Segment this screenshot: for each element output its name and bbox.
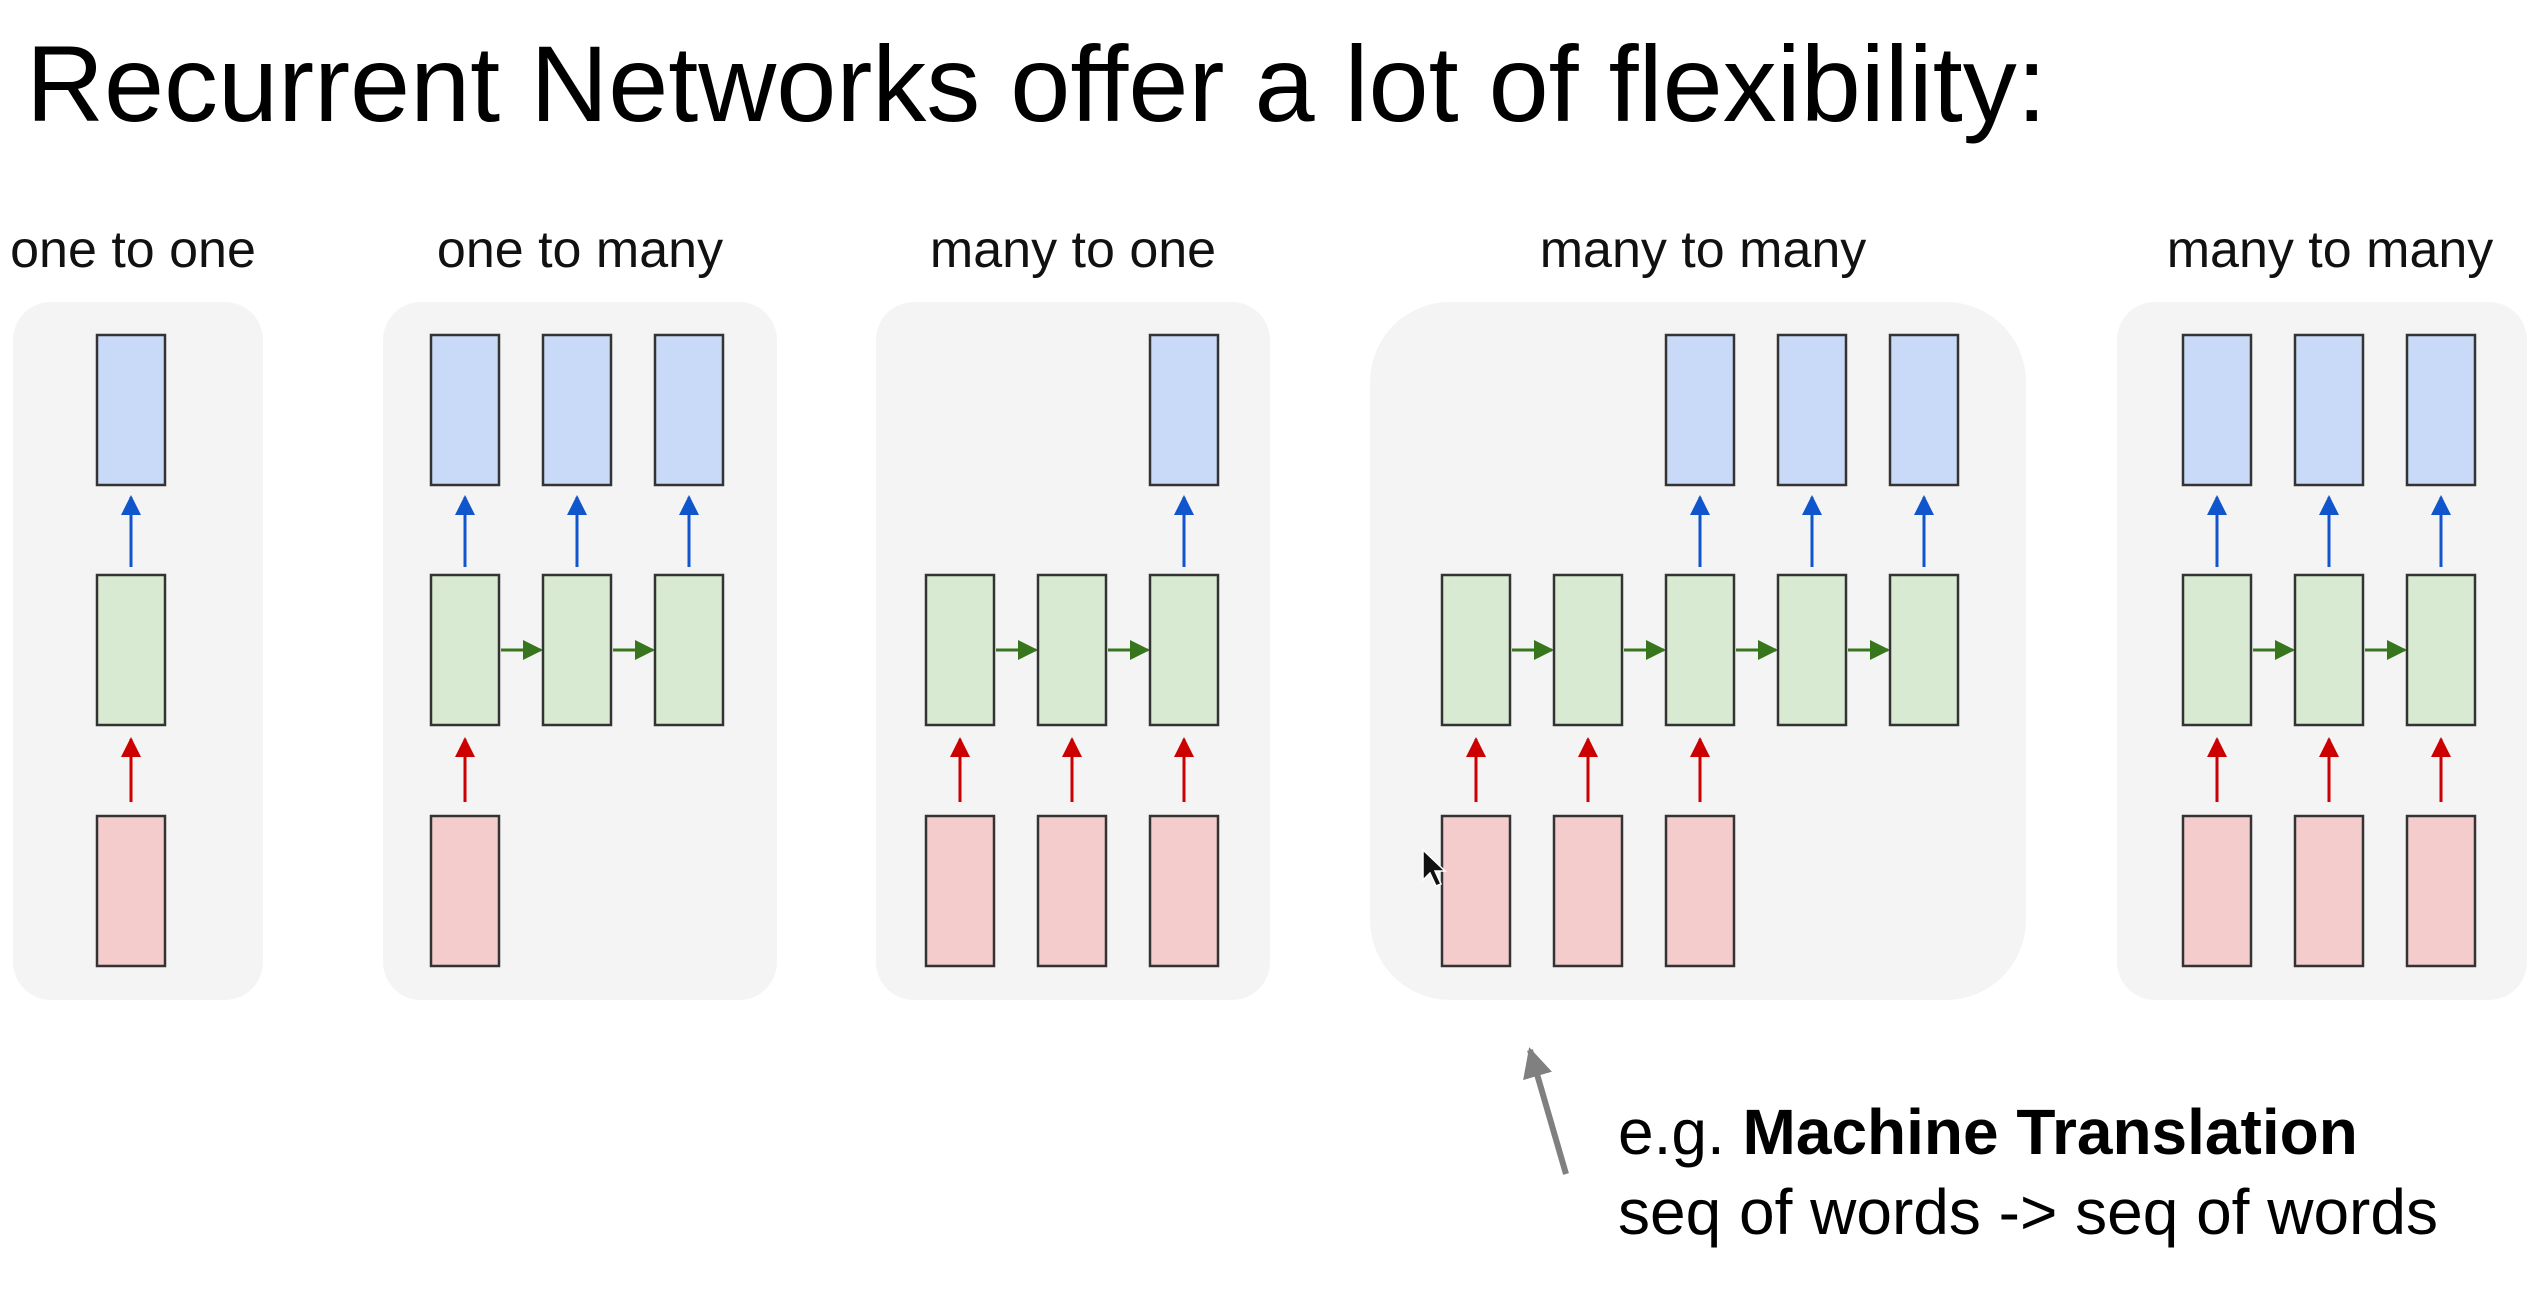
annotation-prefix: e.g. [1618,1096,1743,1168]
pointer-arrow [1523,1047,1569,1175]
hidden-state-box [2293,573,2365,727]
output-box [1148,333,1220,487]
hidden-state-box [429,573,501,727]
input-box [429,814,501,968]
hidden-state-box [1036,573,1108,727]
output-box [541,333,613,487]
annotation: e.g. Machine Translation seq of words ->… [1618,1092,2438,1252]
output-box [95,333,167,487]
slide-title: Recurrent Networks offer a lot of flexib… [26,23,2047,144]
panel-3: many to one [876,221,1270,1000]
output-box [2293,333,2365,487]
panel-1: one to one [10,221,263,1000]
output-box [1664,333,1736,487]
hidden-state-box [1148,573,1220,727]
panel-2: one to many [383,221,777,1000]
input-box [1148,814,1220,968]
input-box [2181,814,2253,968]
output-box [429,333,501,487]
hidden-state-box [1664,573,1736,727]
panel-label: one to many [437,221,723,279]
panel-5: many to many [2117,221,2527,1000]
hidden-state-box [1888,573,1960,727]
hidden-state-box [2405,573,2477,727]
panel-4: many to many [1370,221,2026,1000]
input-box [1664,814,1736,968]
hidden-state-box [924,573,996,727]
input-box [2293,814,2365,968]
input-box [2405,814,2477,968]
panel-label: one to one [10,221,256,279]
hidden-state-box [1776,573,1848,727]
hidden-state-box [541,573,613,727]
hidden-state-box [1440,573,1512,727]
hidden-state-box [2181,573,2253,727]
output-box [1776,333,1848,487]
input-box [924,814,996,968]
hidden-state-box [1552,573,1624,727]
annotation-line-1: e.g. Machine Translation [1618,1092,2438,1172]
mouse-pointer-icon [1422,848,1447,887]
input-box [1036,814,1108,968]
output-box [2181,333,2253,487]
annotation-emphasis: Machine Translation [1742,1096,2358,1168]
panel-label: many to one [930,221,1216,279]
panel-label: many to many [2167,221,2494,279]
input-box [95,814,167,968]
hidden-state-box [653,573,725,727]
input-box [1440,814,1512,968]
hidden-state-box [95,573,167,727]
output-box [2405,333,2477,487]
output-box [653,333,725,487]
output-box [1888,333,1960,487]
input-box [1552,814,1624,968]
panel-label: many to many [1540,221,1867,279]
annotation-line-2: seq of words -> seq of words [1618,1176,2438,1248]
